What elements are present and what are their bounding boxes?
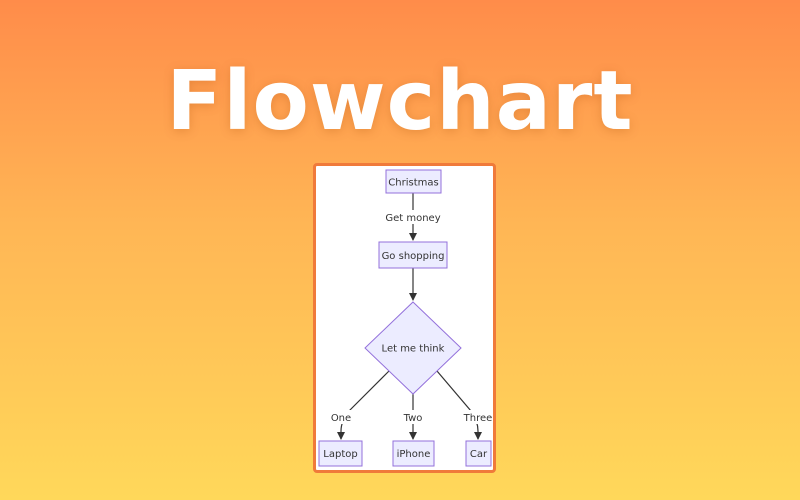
svg-text:Get money: Get money — [385, 213, 440, 224]
edge-label-two: Two — [401, 410, 425, 424]
node-laptop: Laptop — [318, 440, 363, 467]
page-title: Flowchart — [166, 54, 634, 149]
node-decision: Let me think — [364, 301, 462, 395]
svg-text:Go shopping: Go shopping — [382, 251, 445, 262]
node-car: Car — [465, 440, 492, 467]
node-go-shopping: Go shopping — [378, 241, 448, 269]
svg-text:Laptop: Laptop — [323, 449, 357, 460]
svg-text:Three: Three — [463, 413, 493, 424]
edge-label-one: One — [329, 410, 353, 424]
node-iphone: iPhone — [392, 440, 435, 467]
edge-decision-to-laptop — [337, 370, 390, 440]
edge-label-get-money: Get money — [385, 210, 441, 224]
svg-text:Car: Car — [470, 449, 488, 460]
edge-decision-to-car — [436, 370, 482, 440]
svg-text:Let me think: Let me think — [382, 344, 445, 355]
flowchart-canvas: Get money One Two Three Christmas Go sho… — [318, 169, 493, 467]
edge-label-three: Three — [462, 410, 493, 424]
svg-text:Two: Two — [403, 413, 423, 424]
flowchart-diagram: Get money One Two Three Christmas Go sho… — [313, 163, 496, 473]
svg-text:One: One — [331, 413, 351, 424]
svg-text:iPhone: iPhone — [397, 449, 431, 460]
node-christmas: Christmas — [385, 169, 442, 194]
svg-text:Christmas: Christmas — [388, 178, 438, 189]
